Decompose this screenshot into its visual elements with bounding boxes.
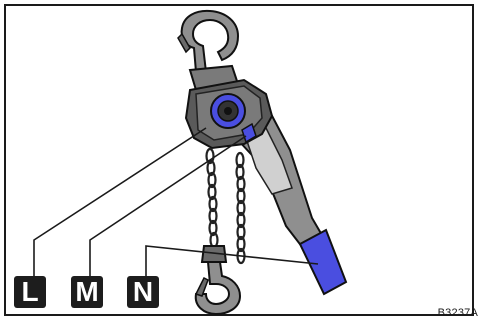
hoist-ring-hub: [224, 107, 232, 115]
callout-label-l: L: [14, 276, 46, 308]
lever-grip: [300, 230, 346, 294]
leader-line-l: [34, 128, 206, 276]
callout-label-m: M: [71, 276, 103, 308]
callout-label-n: N: [127, 276, 159, 308]
load-chain: [207, 149, 218, 247]
leader-line-n: [146, 246, 318, 276]
slack-chain: [237, 153, 245, 263]
figure-code: B3237A: [438, 307, 478, 319]
top-hook: [182, 11, 238, 72]
